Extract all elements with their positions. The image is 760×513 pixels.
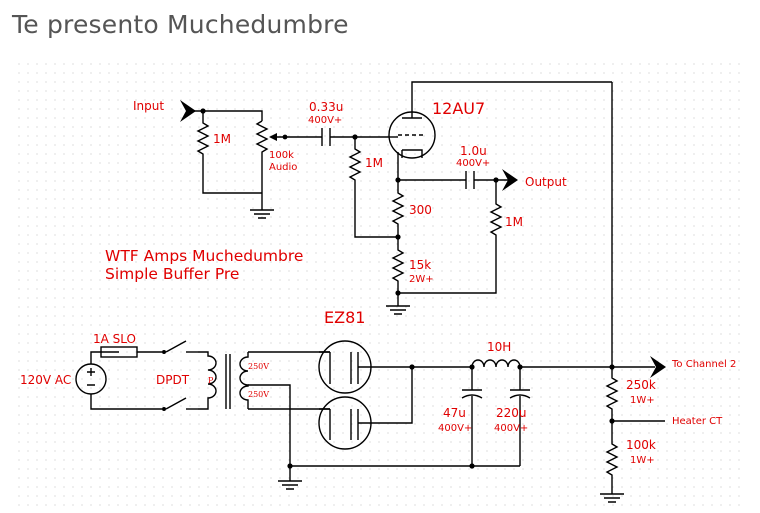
- output-resistor: [398, 180, 503, 294]
- c-in-label: 0.33u: [309, 100, 343, 114]
- rectifier-plates: [319, 351, 331, 440]
- r-div-bottom-label: 100k: [626, 438, 656, 452]
- grid-resistor: [348, 137, 398, 238]
- c-filter1-rating-label: 400V+: [438, 423, 472, 434]
- description-line-2: Simple Buffer Pre: [105, 265, 239, 283]
- channel2-arrow: [650, 356, 666, 378]
- rectifier-cathodes: [350, 352, 359, 440]
- r-out-label: 1M: [505, 215, 523, 229]
- choke-label: 10H: [487, 340, 511, 354]
- tube-12au7-label: 12AU7: [432, 99, 485, 118]
- c-in-rating-label: 400V+: [308, 115, 342, 126]
- c-filter2-rating-label: 400V+: [494, 423, 528, 434]
- switch-contact-1: [162, 350, 166, 354]
- output-label: Output: [525, 175, 567, 189]
- r-div-top-label: 250k: [626, 378, 656, 392]
- transformer-secondary: [239, 352, 249, 409]
- input-resistor: [196, 111, 262, 194]
- c-out-rating-label: 400V+: [456, 158, 490, 169]
- input-label: Input: [133, 99, 164, 113]
- heater-ct-label: Heater CT: [672, 416, 723, 427]
- ground-divider: [600, 493, 624, 503]
- ground-psu: [278, 466, 302, 490]
- rectifier-node: [409, 364, 415, 370]
- switch-label: DPDT: [156, 373, 190, 387]
- cathode-bottom-node: [395, 290, 401, 296]
- volume-pot: [255, 120, 269, 210]
- pot-wiper-arrow: [269, 133, 277, 141]
- secondary-taps: [248, 351, 330, 466]
- switch-contact-2: [162, 407, 166, 411]
- c-out-label: 1.0u: [460, 144, 487, 158]
- transformer-core: [225, 354, 231, 409]
- ground-node-2: [469, 463, 475, 469]
- secondary-bottom-label: 250V: [248, 390, 269, 399]
- ground-cathode: [386, 305, 410, 315]
- c-filter1-label: 47u: [443, 406, 466, 420]
- pot-taper-label: Audio: [269, 162, 297, 173]
- choke-10h: [471, 359, 612, 368]
- tube-ez81-label: EZ81: [324, 308, 365, 327]
- fuse-label: 1A SLO: [93, 332, 136, 346]
- page-title: Te presento Muchedumbre: [12, 10, 349, 39]
- input-arrow: [180, 100, 196, 122]
- wiper-node: [282, 134, 288, 140]
- r-input-label: 1M: [213, 132, 231, 146]
- transformer-primary: [198, 351, 217, 410]
- r-cathode-load-rating-label: 2W+: [409, 274, 434, 285]
- r-grid-label: 1M: [365, 156, 383, 170]
- r-div-bottom-rating-label: 1W+: [630, 455, 655, 466]
- ac-leads: [90, 351, 162, 410]
- mains-label: 120V AC: [20, 373, 71, 387]
- cathode-mid-node: [395, 234, 401, 240]
- filter-cap-2: [509, 367, 531, 466]
- r-div-top-rating-label: 1W+: [630, 395, 655, 406]
- r-cathode-load-label: 15k: [409, 258, 431, 272]
- rectifier-outputs: [358, 366, 472, 424]
- switch-blade-2: [165, 397, 187, 410]
- divider-resistor-top: [605, 367, 619, 494]
- filter-cap-1: [461, 367, 483, 466]
- description-line-1: WTF Amps Muchedumbre: [105, 247, 303, 265]
- tube-plate: [402, 81, 612, 119]
- tube-cathode: [397, 149, 423, 180]
- ground-input: [250, 209, 274, 219]
- ac-plus-minus: [87, 368, 95, 386]
- r-cathode-label: 300: [409, 203, 432, 217]
- secondary-top-label: 250V: [248, 362, 269, 371]
- pot-value-label: 100k: [269, 150, 294, 161]
- c-filter2-label: 220u: [496, 406, 527, 420]
- input-wire: [190, 110, 263, 121]
- output-arrow: [502, 169, 518, 191]
- switch-blade-1: [165, 340, 187, 353]
- channel2-label: To Channel 2: [671, 359, 736, 370]
- primary-label: P: [208, 376, 214, 385]
